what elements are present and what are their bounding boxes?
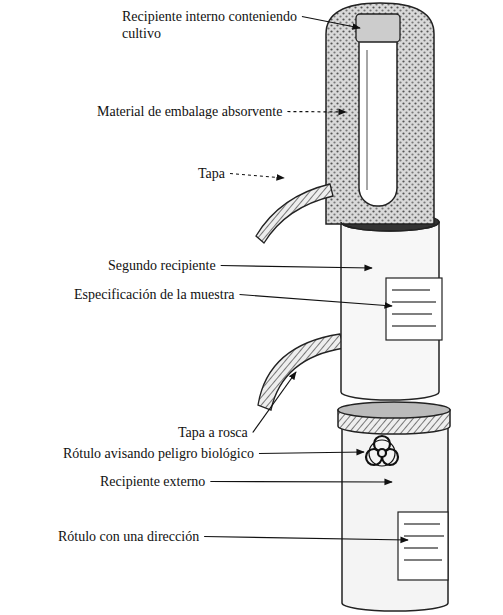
- leader-line: [221, 266, 372, 269]
- sticker-scribbles: [404, 524, 444, 560]
- biohazard-symbol: [366, 436, 398, 466]
- part-label: Especificación de la muestra: [74, 286, 235, 303]
- leader-line: [259, 452, 364, 454]
- part-label: Tapa: [198, 165, 225, 182]
- screw-cap: [258, 334, 344, 410]
- absorbent-material: [326, 3, 434, 224]
- leader-line: [230, 174, 284, 179]
- leader-line: [210, 481, 392, 483]
- outer-lid-top: [338, 402, 450, 418]
- part-label: Tapa a rosca: [178, 424, 248, 441]
- leader-line: [302, 17, 360, 29]
- leader-line: [287, 111, 346, 113]
- inner-tube-cap: [356, 14, 400, 42]
- sticker-scribbles: [392, 290, 436, 326]
- leader-line: [253, 372, 296, 433]
- tube-highlight: [366, 50, 368, 190]
- part-label: Recipiente interno conteniendo cultivo: [122, 8, 312, 42]
- part-label: Segundo recipiente: [108, 257, 216, 274]
- inner-tube: [359, 20, 397, 206]
- second-rim: [341, 222, 439, 231]
- address-sticker: [398, 512, 448, 580]
- absorbent-packing: [326, 3, 439, 231]
- part-label: Rótulo avisando peligro biológico: [63, 445, 254, 462]
- leader-line: [204, 537, 408, 541]
- specimen-sticker: [386, 278, 442, 340]
- part-label: Material de embalage absorvente: [97, 103, 282, 120]
- part-label: Recipiente externo: [100, 473, 205, 490]
- outer-container: [338, 402, 450, 611]
- leader-line: [240, 295, 392, 307]
- lid: [256, 184, 333, 243]
- part-label: Rótulo con una dirección: [58, 528, 199, 545]
